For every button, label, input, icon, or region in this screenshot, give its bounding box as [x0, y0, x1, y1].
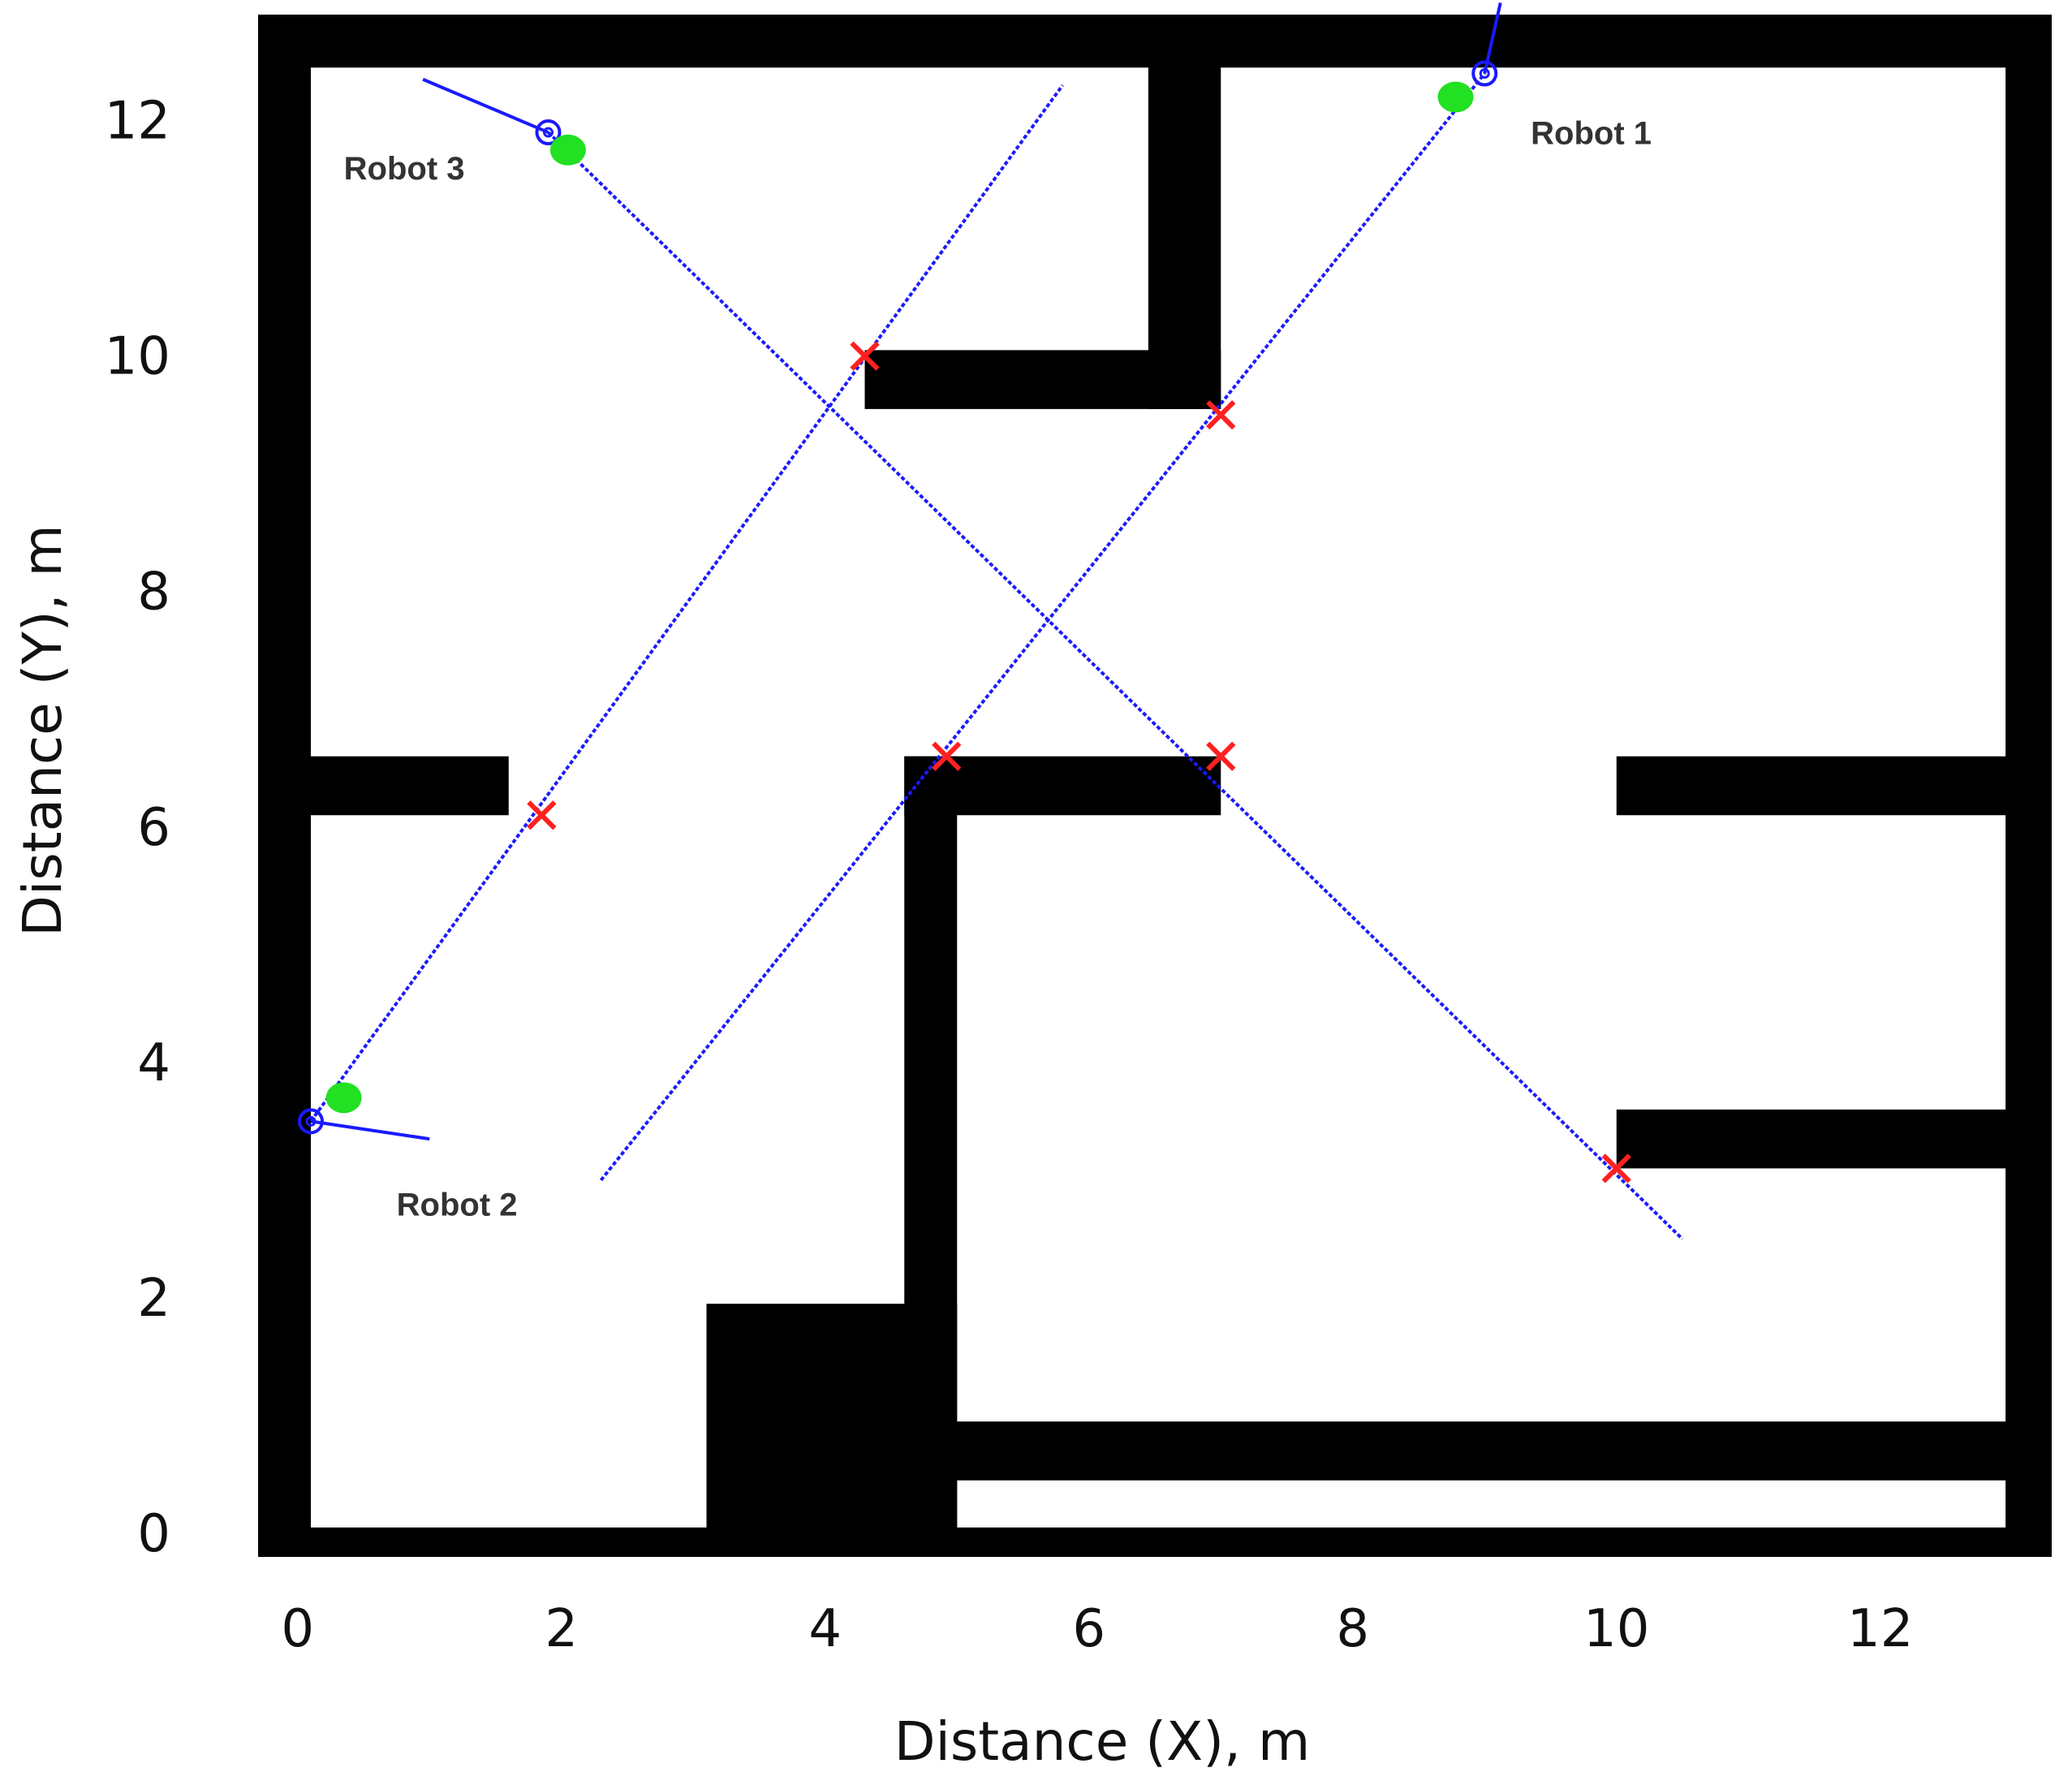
robot-1-path	[599, 72, 1486, 1182]
robot-3-goal-dot	[549, 134, 586, 166]
robot-2-goal-dot	[325, 1082, 362, 1114]
robot-2-path	[309, 84, 1064, 1123]
robot-1-label: Robot 1	[1531, 116, 1652, 152]
x-tick-label: 2	[545, 1599, 578, 1659]
y-axis-title: Distance (Y), m	[11, 524, 74, 937]
wall-segment-10	[1616, 1109, 2052, 1169]
robot-3-position-center	[543, 127, 554, 138]
y-tick-label: 0	[137, 1504, 170, 1564]
robot-3-heading	[422, 77, 549, 134]
robot-1-hit-marker-1	[1206, 400, 1236, 430]
robot-3-position-icon	[535, 119, 562, 146]
robot-2-position-center	[305, 1115, 317, 1127]
y-tick-label: 4	[137, 1033, 170, 1093]
wall-segment-9	[1616, 756, 2052, 816]
wall-segment-0	[258, 1527, 2052, 1557]
robot-1-position-center	[1479, 68, 1490, 80]
robot-2-heading	[310, 1119, 430, 1141]
robot-1-position-icon	[1471, 60, 1498, 87]
robot-2-hit-marker-0	[527, 800, 557, 830]
wall-segment-12	[1148, 15, 1221, 409]
robot-1-goal-dot	[1437, 81, 1474, 113]
y-axis-ticks: 0 2 4 6 8 10 12	[105, 92, 170, 1564]
x-axis-ticks: 0 2 4 6 8 10 12	[281, 1599, 1913, 1659]
robot-2-position-icon	[298, 1108, 324, 1135]
x-tick-label: 0	[281, 1599, 314, 1659]
robot-2-hit-marker-1	[850, 341, 880, 371]
wall-segment-6	[904, 1421, 2052, 1481]
y-tick-label: 10	[105, 327, 170, 387]
markers	[298, 60, 1631, 1184]
x-tick-label: 8	[1336, 1599, 1369, 1659]
wall-segment-7	[904, 756, 1221, 816]
robot-labels: Robot 1 Robot 2 Robot 3	[344, 116, 1652, 1223]
x-tick-label: 4	[808, 1599, 842, 1659]
robot-3-hit-marker-0	[1206, 741, 1236, 771]
y-tick-label: 6	[137, 798, 170, 858]
robot-2-label: Robot 2	[397, 1187, 518, 1222]
robot-1-hit-marker-0	[932, 741, 962, 771]
y-tick-label: 8	[137, 563, 170, 623]
robot-3-label: Robot 3	[344, 151, 465, 187]
wall-segment-8	[258, 756, 509, 816]
y-tick-label: 2	[137, 1269, 170, 1329]
x-tick-label: 12	[1847, 1599, 1913, 1659]
robot-3-hit-marker-1	[1601, 1153, 1631, 1184]
walls	[258, 15, 2052, 1557]
robot-3-path	[547, 131, 1684, 1240]
x-tick-label: 10	[1583, 1599, 1649, 1659]
y-tick-label: 12	[105, 92, 170, 152]
x-tick-label: 6	[1072, 1599, 1105, 1659]
x-axis-title: Distance (X), m	[894, 1710, 1311, 1773]
